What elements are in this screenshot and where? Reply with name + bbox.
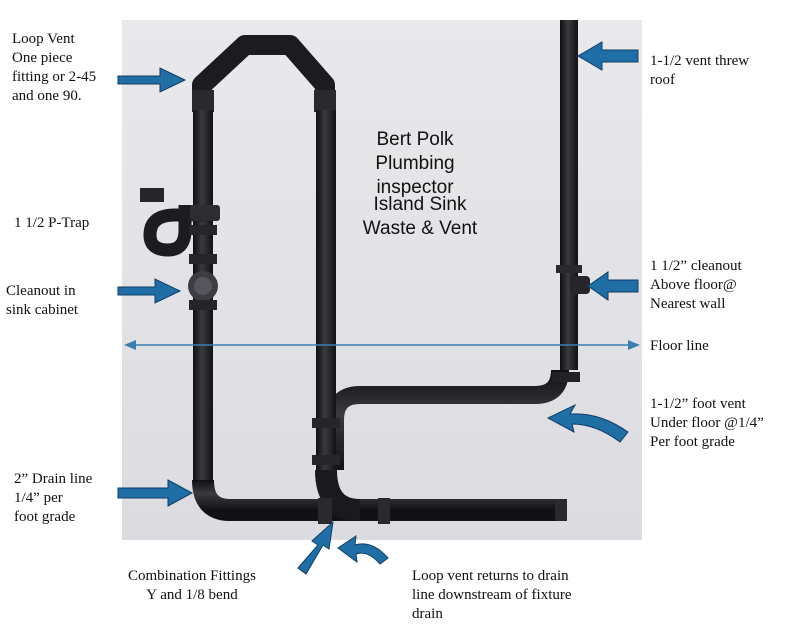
drain-elbow — [192, 479, 565, 521]
loop-vent-arch — [192, 35, 335, 110]
floor-line-arrow-left — [124, 340, 136, 350]
vent-cleanout — [570, 276, 590, 294]
trap-nut — [190, 205, 220, 221]
loop-fitting-right — [314, 90, 336, 112]
arrow-floor-cleanout — [587, 271, 639, 301]
title-author: Bert Polk Plumbing inspector — [375, 129, 455, 198]
label-drain-line: 2” Drain line 1/4” per foot grade — [14, 471, 93, 525]
title-subject: Island Sink Waste & Vent — [362, 194, 478, 239]
drain-pipe-end — [555, 499, 567, 521]
loop-fitting-left — [192, 90, 214, 112]
label-roof-vent: 1-1/2 vent threw roof — [650, 53, 750, 88]
label-p-trap: 1 1/2 P-Trap — [14, 215, 90, 231]
label-loop-return: Loop vent returns to drain line downstre… — [412, 568, 572, 622]
arrow-combination — [297, 520, 334, 575]
trap-inlet — [140, 188, 164, 202]
floor-line-arrow-right — [628, 340, 640, 350]
arrow-loop-return — [337, 534, 389, 565]
foot-vent-elbow — [326, 369, 569, 470]
arrow-drain-line — [117, 479, 194, 507]
roof-vent-coupling — [556, 265, 582, 273]
label-floor-cleanout: 1 1/2” cleanout Above floor@ Nearest wal… — [650, 258, 742, 312]
label-floor-line: Floor line — [650, 338, 709, 354]
roof-vent-pipe — [560, 20, 578, 370]
p-trap — [143, 205, 205, 257]
loop-return-pipe — [316, 110, 336, 470]
arrow-roof-vent — [577, 41, 639, 71]
label-cabinet-cleanout: Cleanout in sink cabinet — [6, 283, 79, 318]
label-loop-vent: Loop Vent One piece fitting or 2-45 and … — [12, 31, 97, 104]
label-combination-fittings: Combination Fittings Y and 1/8 bend — [128, 568, 256, 603]
arrow-foot-vent — [546, 403, 629, 443]
combination-fitting — [315, 469, 361, 521]
label-foot-vent: 1-1/2” foot vent Under floor @1/4” Per f… — [650, 396, 764, 450]
arrow-cabinet-cleanout — [117, 278, 182, 304]
arrow-loop-vent — [117, 67, 187, 93]
